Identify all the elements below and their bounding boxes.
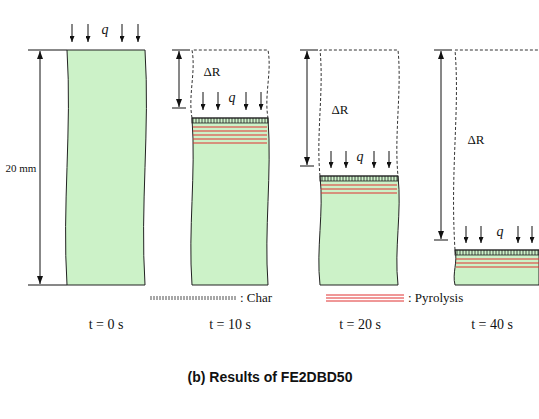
- char-legend-sample: [150, 296, 236, 300]
- recession-label: ΔR: [203, 65, 220, 79]
- removed-outline: [191, 50, 269, 118]
- recession-arrow: [300, 50, 318, 166]
- char-layer: [455, 250, 539, 255]
- heat-flux-label: q: [229, 90, 236, 105]
- heat-flux-label: q: [102, 22, 109, 37]
- recession-label: ΔR: [467, 133, 484, 147]
- heat-flux-label: q: [497, 224, 504, 239]
- recession-label: ΔR: [331, 103, 348, 117]
- recession-arrow: [434, 50, 452, 240]
- pyrolysis-layer: [456, 259, 539, 267]
- removed-outline: [319, 50, 399, 176]
- dimension-label: 20 mm: [6, 161, 37, 175]
- figure-caption: (b) Results of FE2DBD50: [188, 370, 353, 385]
- pyrolysis-legend-sample: [326, 295, 404, 301]
- legend-label: : Char: [240, 291, 272, 305]
- specimen: [319, 176, 399, 285]
- removed-outline: [454, 50, 539, 250]
- specimen: [454, 250, 539, 285]
- time-label: t = 10 s: [209, 317, 251, 332]
- specimen: [66, 50, 147, 285]
- heat-flux-label: q: [357, 149, 364, 164]
- time-label: t = 20 s: [339, 317, 381, 332]
- recession-arrow: [172, 50, 190, 108]
- specimen: [191, 118, 269, 285]
- legend-label: : Pyrolysis: [408, 291, 463, 305]
- pyrolysis-layer: [321, 185, 397, 193]
- pyrolysis-layer: [193, 127, 267, 143]
- char-layer: [192, 118, 268, 123]
- time-label: t = 40 s: [471, 317, 513, 332]
- time-label: t = 0 s: [89, 317, 124, 332]
- char-layer: [320, 176, 398, 181]
